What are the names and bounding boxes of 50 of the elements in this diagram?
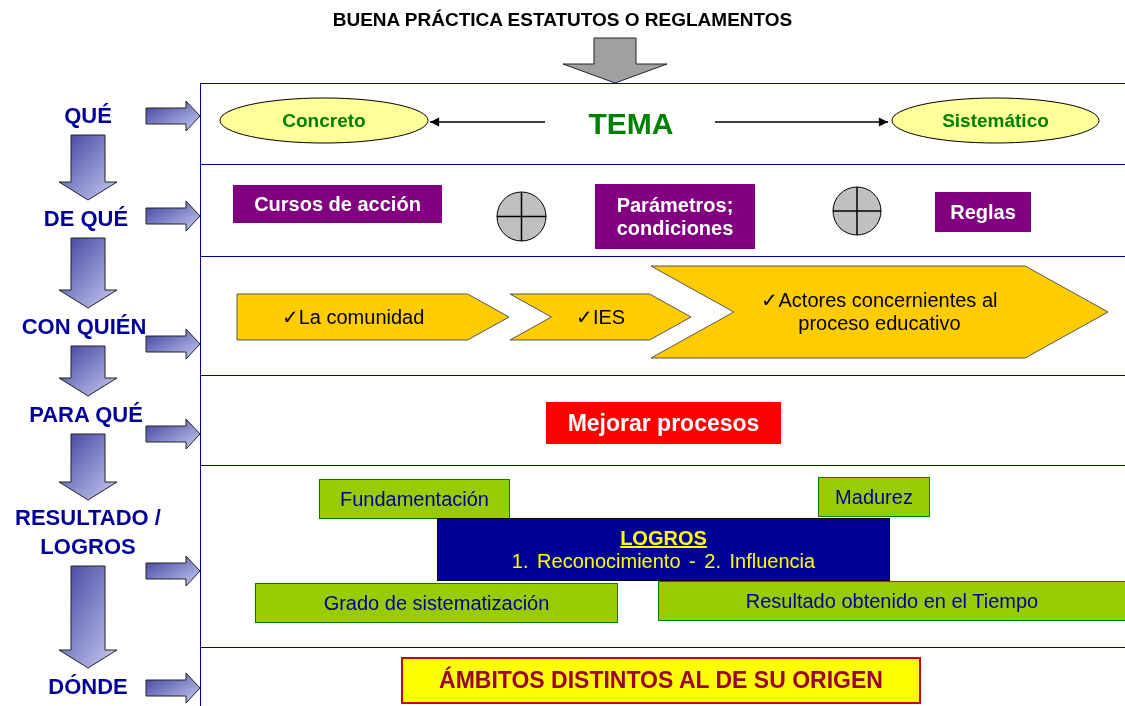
box-text: Madurez bbox=[835, 485, 913, 509]
criterion-box bbox=[818, 477, 930, 517]
block-arrow bbox=[562, 37, 668, 84]
purpose-box bbox=[546, 402, 781, 444]
category-box bbox=[935, 192, 1031, 232]
box-text: Fundamentación bbox=[340, 487, 489, 511]
arrow bbox=[714, 117, 889, 127]
box-text: Reglas bbox=[950, 200, 1016, 224]
row-label: CON QUIÉN bbox=[21, 312, 147, 341]
row-label: DE QUÉ bbox=[43, 204, 129, 233]
block-arrow bbox=[58, 134, 118, 201]
block-arrow bbox=[145, 100, 201, 132]
row-label: PARA QUÉ bbox=[29, 400, 143, 429]
chevron-label: ✓La comunidad bbox=[281, 305, 426, 329]
block-arrow bbox=[145, 555, 201, 587]
box-text: Parámetros; condiciones bbox=[615, 193, 735, 240]
scope-box bbox=[401, 657, 921, 704]
band-panel bbox=[200, 83, 1125, 165]
criterion-box bbox=[319, 479, 510, 519]
block-arrow bbox=[58, 237, 118, 309]
box-text: Cursos de acción bbox=[254, 192, 421, 216]
category-box bbox=[233, 185, 442, 223]
block-arrow bbox=[145, 328, 201, 360]
criterion-box bbox=[255, 583, 618, 623]
row-label: RESULTADO / LOGROS bbox=[14, 504, 162, 561]
arrow bbox=[429, 117, 546, 127]
chevron-label: ✓IES bbox=[574, 305, 627, 329]
box-text: ÁMBITOS DISTINTOS AL DE SU ORIGEN bbox=[439, 667, 883, 694]
box-text: Mejorar procesos bbox=[567, 409, 760, 437]
block-arrow bbox=[145, 200, 201, 232]
box-text: Grado de sistematización bbox=[323, 591, 550, 615]
row-label: DÓNDE bbox=[48, 672, 128, 701]
achievements-list: 1. Reconocimiento - 2. Influencia bbox=[511, 549, 816, 573]
row-label: QUÉ bbox=[64, 101, 112, 130]
achievements-box bbox=[437, 518, 890, 581]
block-arrow bbox=[58, 345, 118, 397]
chevron-label: ✓Actores concernientes al proceso educativo bbox=[760, 289, 999, 335]
diagram-title: BUENA PRÁCTICA ESTATUTOS O REGLAMENTOS bbox=[331, 9, 794, 31]
ellipse-label: Sistemático bbox=[942, 109, 1049, 132]
block-arrow bbox=[145, 672, 201, 704]
block-arrow bbox=[145, 418, 201, 450]
block-arrow bbox=[58, 433, 118, 501]
achievements-heading: LOGROS bbox=[620, 526, 707, 550]
ellipse-label: Concreto bbox=[282, 109, 366, 132]
topic-label: TEMA bbox=[588, 106, 674, 142]
box-text: Resultado obtenido en el Tiempo bbox=[745, 589, 1039, 613]
band-panel bbox=[200, 465, 1125, 648]
block-arrow bbox=[58, 565, 118, 669]
criterion-box bbox=[658, 581, 1125, 621]
category-box bbox=[595, 184, 755, 249]
